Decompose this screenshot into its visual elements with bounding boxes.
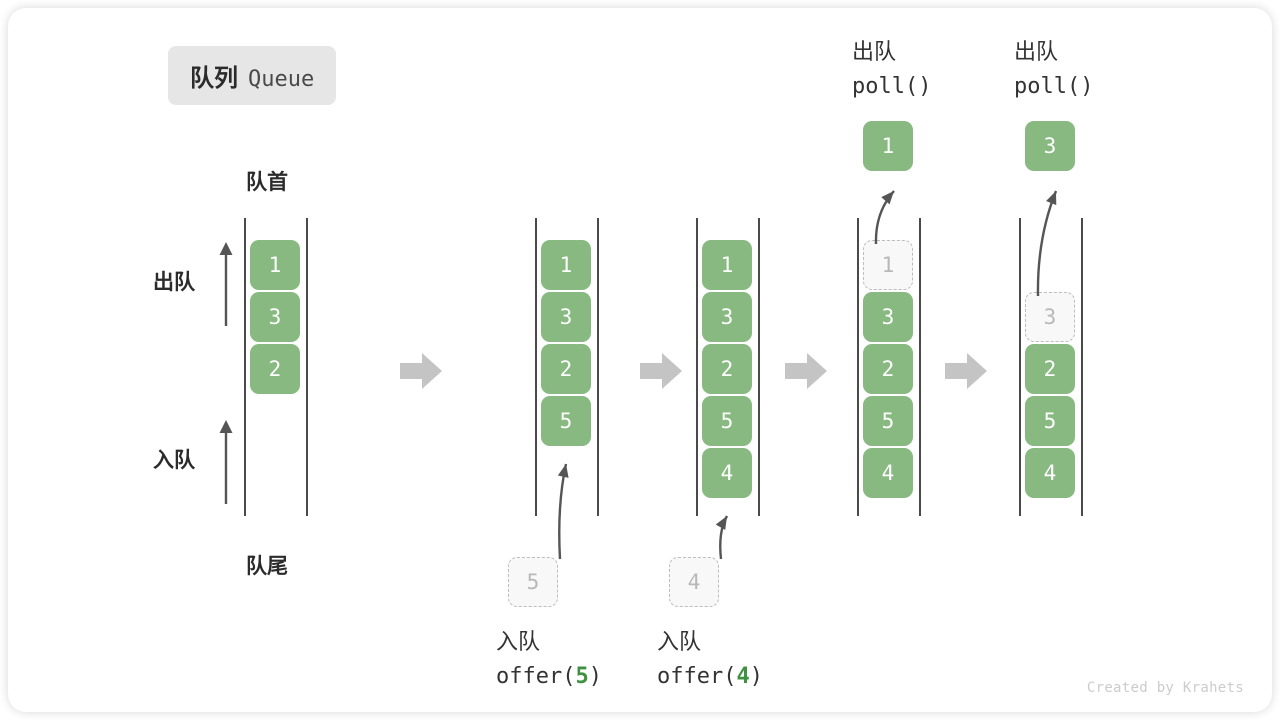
queue-cell: 3 [541, 292, 591, 342]
diagram-title-cn: 队列 [190, 64, 238, 92]
queue-rail-right [1081, 218, 1083, 516]
queue-cell: 5 [863, 396, 913, 446]
poll-label-cn: 出队 [1014, 40, 1059, 65]
queue-rail-right [597, 218, 599, 516]
queue-rail-left [244, 218, 246, 516]
queue-rail-left [1019, 218, 1021, 516]
offer-operation-label: 入队 offer(5) [496, 626, 602, 694]
queue-cell: 3 [863, 292, 913, 342]
poll-label-code: poll() [1014, 74, 1094, 100]
queue-cell: 1 [541, 240, 591, 290]
queue-cell: 4 [1025, 448, 1075, 498]
queue-rail-left [696, 218, 698, 516]
queue-cell: 4 [702, 448, 752, 498]
queue-rail-left [857, 218, 859, 516]
offer-label-arg: 5 [575, 664, 589, 690]
offer-operation-label: 入队 offer(4) [657, 626, 763, 694]
offer-label-cn: 入队 [496, 630, 541, 655]
poll-label-cn: 出队 [852, 40, 897, 65]
queue-head-label: 队首 [246, 170, 288, 194]
queue-cell-ghost: 1 [863, 240, 913, 290]
queue-cell: 1 [702, 240, 752, 290]
queue-cell: 3 [250, 292, 300, 342]
queue-cell: 5 [1025, 396, 1075, 446]
incoming-element-ghost: 5 [508, 557, 558, 607]
queue-rail-right [306, 218, 308, 516]
enqueue-direction-label: 入队 [153, 448, 195, 472]
queue-cell: 2 [250, 344, 300, 394]
popped-element: 3 [1025, 121, 1075, 171]
queue-cell: 4 [863, 448, 913, 498]
queue-cell: 2 [1025, 344, 1075, 394]
enqueue-direction-arrow-icon [219, 420, 233, 504]
queue-cell: 2 [863, 344, 913, 394]
queue-cell: 1 [250, 240, 300, 290]
queue-rail-right [758, 218, 760, 516]
poll-label-code: poll() [852, 74, 932, 100]
diagram-title-chip: 队列 Queue [168, 46, 337, 105]
poll-operation-label: 出队 poll() [852, 36, 931, 104]
queue-cell: 5 [541, 396, 591, 446]
credit-text: Created by Krahets [1086, 680, 1244, 696]
poll-operation-label: 出队 poll() [1014, 36, 1093, 104]
queue-rail-right [919, 218, 921, 516]
queue-tail-label: 队尾 [246, 554, 288, 578]
offer-label-code: offer(5) [496, 664, 602, 690]
queue-cell-ghost: 3 [1025, 292, 1075, 342]
dequeue-direction-arrow-icon [219, 242, 233, 326]
incoming-element-ghost: 4 [669, 557, 719, 607]
queue-cell: 2 [702, 344, 752, 394]
step-arrow-icon [945, 353, 987, 389]
step-arrow-icon [640, 353, 682, 389]
step-arrow-icon [400, 353, 442, 389]
diagram-title-en: Queue [248, 67, 315, 92]
queue-cell: 5 [702, 396, 752, 446]
queue-cell: 3 [702, 292, 752, 342]
offer-label-code: offer(4) [657, 664, 763, 690]
step-arrow-icon [785, 353, 827, 389]
popped-element: 1 [863, 121, 913, 171]
offer-label-arg: 4 [736, 664, 750, 690]
step-arrows-layer [8, 8, 1272, 712]
dequeue-direction-label: 出队 [153, 270, 195, 294]
offer-label-cn: 入队 [657, 630, 702, 655]
queue-cell: 2 [541, 344, 591, 394]
queue-rail-left [535, 218, 537, 516]
